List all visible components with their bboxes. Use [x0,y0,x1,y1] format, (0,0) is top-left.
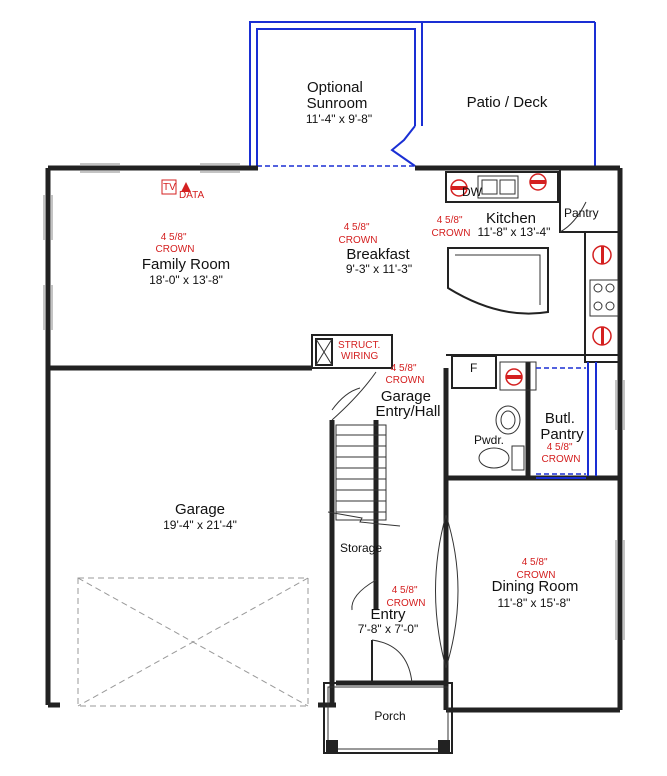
porch [323,682,453,754]
dw-label: DW [462,185,483,199]
butl-pantry-name: Butl. Pantry [540,410,584,443]
breakfast-dim: 9'-3" x 11'-3" [346,262,412,276]
storage-name: Storage [340,541,382,555]
struct-wiring-label: STRUCT. WIRING [338,340,383,362]
hall-name: Garage Entry/Hall [375,388,440,420]
pwdr-name: Pwdr. [474,433,504,447]
breakfast-crown: 4 5/8" CROWN [339,222,378,246]
interior-walls [48,168,621,705]
fixture-symbols [450,173,612,386]
fridge-label: F [470,361,477,375]
room-labels: Optional Sunroom 11'-4" x 9'-8" Patio / … [142,79,599,723]
butler-pantry-outline [536,362,597,479]
entry-crown: 4 5/8" CROWN [387,585,426,609]
family-dim: 18'-0" x 13'-8" [149,273,223,287]
entry-name: Entry [370,606,406,623]
porch-name: Porch [374,709,405,723]
dining-crown: 4 5/8" CROWN [517,557,556,581]
kitchen-name: Kitchen [486,210,536,227]
west-windows [43,163,625,640]
kitchen-fixtures [445,171,619,391]
garage-door [77,577,309,707]
garage-door-swing [331,387,361,411]
kitchen-crown: 4 5/8" CROWN [432,215,471,239]
sunroom-name: Optional Sunroom [307,79,368,112]
front-door [371,639,413,684]
garage-dim: 19'-4" x 21'-4" [163,518,237,532]
tv-data-icon: TV DATA [161,179,205,201]
staircase [327,424,401,611]
dining-name: Dining Room [492,578,579,595]
sunroom-outline [249,21,596,168]
butl-pantry-crown: 4 5/8" CROWN [542,442,581,465]
breakfast-name: Breakfast [346,246,410,263]
family-crown: 4 5/8" CROWN [156,232,195,255]
svg-text:DATA: DATA [179,190,205,201]
kitchen-dim: 11'-8" x 13'-4" [478,225,551,239]
patio-name: Patio / Deck [467,94,548,111]
entry-dim: 7'-8" x 7'-0" [358,622,418,636]
pantry-name: Pantry [564,206,599,220]
hall-crown: 4 5/8" CROWN [386,363,425,386]
family-name: Family Room [142,256,230,273]
dining-arch [435,514,459,669]
sunroom-dim: 11'-4" x 9'-8" [306,112,372,126]
dining-dim: 11'-8" x 15'-8" [498,596,571,610]
garage-name: Garage [175,501,225,518]
powder-fixtures [478,405,525,471]
svg-text:TV: TV [163,182,176,193]
